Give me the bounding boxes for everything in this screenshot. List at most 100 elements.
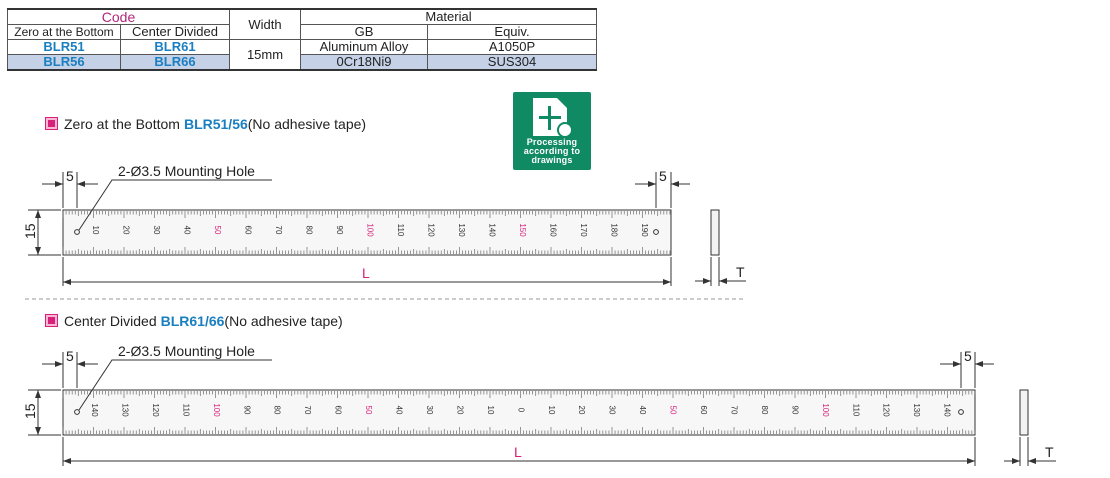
dim2-thick-value: T xyxy=(1045,444,1054,460)
scale-label: 30 xyxy=(425,406,434,415)
code-zero-2: BLR56 xyxy=(7,54,121,71)
scale-label: 130 xyxy=(457,223,466,237)
ruler2-side-view xyxy=(1019,389,1029,436)
material-gb-1: Aluminum Alloy xyxy=(300,39,428,55)
scale-label: 30 xyxy=(152,226,161,235)
dim1-thick-value: T xyxy=(736,264,745,280)
scale-label: 180 xyxy=(610,223,619,237)
scale-label: 100 xyxy=(366,223,375,237)
ruler1-hole-right xyxy=(653,229,659,235)
dim2-right-value: 5 xyxy=(964,348,972,364)
scale-label: 10 xyxy=(547,406,556,415)
ruler1-body xyxy=(62,209,672,256)
scale-label: 0 xyxy=(516,408,525,413)
scale-label: 100 xyxy=(821,403,830,417)
material-equiv-1: A1050P xyxy=(427,39,597,55)
scale-label: 70 xyxy=(274,226,283,235)
code-center-2: BLR66 xyxy=(120,54,230,71)
scale-label: 120 xyxy=(151,403,160,417)
ruler1-scale-labels: 10 20 30 40 50 60 70 80 90 100 110 120 130 140 150 160 1… xyxy=(91,223,649,237)
scale-label: 90 xyxy=(790,406,799,415)
material-equiv-2: SUS304 xyxy=(427,54,597,71)
scale-label: 100 xyxy=(212,403,221,417)
scale-label: 50 xyxy=(669,406,678,415)
section1-code: BLR51/56 xyxy=(183,116,248,132)
dim2-height-value: 15 xyxy=(22,403,38,419)
ruler2-ticks xyxy=(62,391,976,434)
scale-label: 140 xyxy=(90,403,99,417)
dim2-length-value: L xyxy=(514,444,522,460)
wrench-icon xyxy=(557,122,573,138)
ruler1-ticks xyxy=(62,211,671,254)
scale-label: 40 xyxy=(638,406,647,415)
badge-text: Processing according to drawings xyxy=(513,138,591,165)
scale-label: 80 xyxy=(760,406,769,415)
section2-code: BLR61/66 xyxy=(160,313,225,329)
ruler1-hole-left xyxy=(74,229,80,235)
section1-title: Zero at the Bottom xyxy=(64,116,180,132)
scale-label: 120 xyxy=(427,223,436,237)
scale-label: 30 xyxy=(608,406,617,415)
scale-label: 90 xyxy=(242,406,251,415)
scale-label: 80 xyxy=(305,226,314,235)
badge-line2: according to xyxy=(523,146,581,156)
ruler2-hole-right xyxy=(958,409,964,415)
scale-label: 60 xyxy=(244,226,253,235)
scale-label: 40 xyxy=(395,406,404,415)
section2-title: Center Divided xyxy=(64,313,157,329)
pink-square-icon xyxy=(45,314,58,327)
scale-label: 70 xyxy=(303,406,312,415)
scale-label: 150 xyxy=(518,223,527,237)
scale-label: 110 xyxy=(396,224,405,237)
scale-label: 20 xyxy=(122,226,131,235)
scale-label: 140 xyxy=(488,223,497,237)
scale-label: 10 xyxy=(486,406,495,415)
material-header: Material xyxy=(300,8,597,25)
code-center-1: BLR61 xyxy=(120,39,230,55)
badge-line1: Processing xyxy=(526,137,578,147)
scale-label: 40 xyxy=(183,226,192,235)
scale-label: 110 xyxy=(181,404,190,417)
scale-label: 190 xyxy=(640,223,649,237)
scale-label: 120 xyxy=(882,403,891,417)
dim1-left-value: 5 xyxy=(66,168,74,184)
ruler2-hole-left xyxy=(74,409,80,415)
badge-line3: drawings xyxy=(531,155,573,165)
section2-note: (No adhesive tape) xyxy=(224,313,343,329)
dim2-left-value: 5 xyxy=(66,348,74,364)
center-header: Center Divided xyxy=(120,24,230,40)
ruler2-hole-label: 2-Ø3.5 Mounting Hole xyxy=(118,343,255,359)
scale-label: 10 xyxy=(91,226,100,235)
scale-label: 170 xyxy=(579,223,588,237)
material-gb-2: 0Cr18Ni9 xyxy=(300,54,428,71)
dim1-height-value: 15 xyxy=(22,223,38,239)
drawing1: 10 20 30 40 50 60 70 80 90 100 110 120 130 140 150 160 1… xyxy=(22,163,746,286)
scale-label: 80 xyxy=(273,406,282,415)
scale-label: 50 xyxy=(213,226,222,235)
ruler1-hole-label: 2-Ø3.5 Mounting Hole xyxy=(118,163,255,179)
scale-label: 130 xyxy=(121,403,130,417)
dim1-right-value: 5 xyxy=(659,168,667,184)
section1-note: (No adhesive tape) xyxy=(247,116,367,132)
scale-label: 160 xyxy=(549,223,558,237)
pink-square-icon xyxy=(45,117,58,130)
scale-label: 50 xyxy=(364,406,373,415)
spec-table: Code Width Material Zero at the Bottom C… xyxy=(7,8,597,71)
processing-badge: Processing according to drawings xyxy=(513,92,591,170)
ruler2-hole-leader xyxy=(78,359,272,411)
ruler1-hole-leader xyxy=(78,179,272,231)
scale-label: 60 xyxy=(334,406,343,415)
ruler1-side-view xyxy=(710,209,720,256)
scale-label: 110 xyxy=(851,404,860,417)
scale-label: 130 xyxy=(912,403,921,417)
scale-label: 70 xyxy=(729,406,738,415)
ruler2-body xyxy=(62,389,976,436)
scale-label: 90 xyxy=(335,226,344,235)
code-zero-1: BLR51 xyxy=(7,39,121,55)
scale-label: 60 xyxy=(699,406,708,415)
